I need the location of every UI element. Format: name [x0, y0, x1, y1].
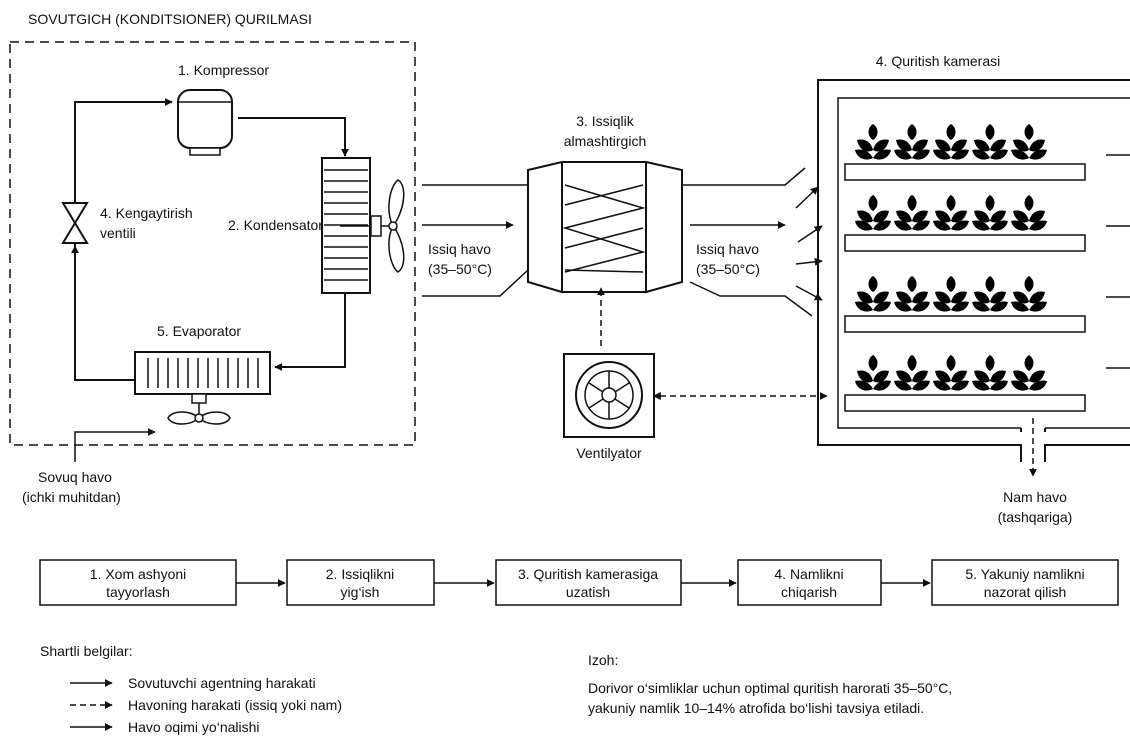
evaporator-icon: [134, 351, 271, 395]
humid-air-label-line1: Nam havo: [1003, 489, 1067, 505]
process-step-3-line2: uzatish: [566, 584, 610, 600]
note-line-2: yakuniy namlik 10–14% atrofida bo‘lishi …: [588, 700, 924, 716]
process-step-1-line1: 1. Xom ashyoni: [90, 566, 187, 582]
duct-top-right: [682, 167, 806, 186]
process-step-3-line1: 3. Quritish kamerasiga: [518, 566, 658, 582]
process-flow: 1. Xom ashyoni tayyorlash 2. Issiqlikni …: [39, 559, 1119, 606]
diagram-title: SOVUTGICH (KONDITSIONER) QURILMASI: [28, 11, 312, 27]
legend-title: Shartli belgilar:: [40, 643, 133, 659]
valve-label-line1: 4. Kengaytirish: [100, 205, 193, 221]
unit-boundary: [9, 41, 416, 446]
process-step-1: [39, 559, 237, 606]
heat-exchanger-icon: [527, 160, 683, 294]
airflow-arrow-1: [795, 186, 819, 209]
process-step-1-line2: tayyorlash: [106, 584, 170, 600]
exchanger-label-line1: 3. Issiqlik: [576, 113, 635, 129]
process-step-2-line1: 2. Issiqlikni: [326, 566, 394, 582]
condenser-fan-icon: [370, 179, 405, 273]
drying-chamber: [817, 79, 1130, 462]
refrigerant-line-bottom-left: [71, 245, 135, 381]
condenser-label: 2. Kondensator: [228, 217, 323, 233]
note-title: Izoh:: [588, 652, 618, 668]
hot-air-out-line1: Issiq havo: [696, 241, 759, 257]
refrigerant-line-top-right: [238, 117, 349, 157]
legend-item-1: Sovutuvchi agentning harakati: [128, 675, 316, 691]
valve-label-line2: ventili: [100, 225, 136, 241]
ventilator-icon: [563, 353, 655, 438]
process-step-4-line1: 4. Namlikni: [774, 566, 843, 582]
hot-air-out-line2: (35–50°C): [696, 261, 760, 277]
refrigerant-line-bottom-right: [274, 293, 346, 371]
chamber-label: 4. Quritish kamerasi: [876, 53, 1000, 69]
evaporator-fan-icon: [167, 393, 231, 425]
expansion-valve-icon: [61, 202, 89, 244]
cold-air-label-line2: (ichki muhitdan): [22, 489, 121, 505]
process-step-5: [931, 559, 1119, 606]
hot-air-in-line2: (35–50°C): [428, 261, 492, 277]
process-step-5-line1: 5. Yakuniy namlikni: [965, 566, 1084, 582]
compressor-label: 1. Kompressor: [178, 62, 269, 78]
shelf-2: [844, 195, 1086, 252]
process-step-2: [286, 559, 435, 606]
process-step-4-line2: chiqarish: [781, 584, 837, 600]
duct-bottom-right: [689, 281, 813, 317]
process-step-4: [737, 559, 882, 606]
humid-air-label-line2: (tashqariga): [998, 509, 1073, 525]
process-step-5-line2: nazorat qilish: [984, 584, 1067, 600]
ventilator-label: Ventilyator: [576, 445, 642, 461]
duct-bottom-left: [422, 269, 529, 297]
note: Izoh: Dorivor o‘simliklar uchun optimal …: [588, 652, 952, 716]
note-line-1: Dorivor o‘simliklar uchun optimal quriti…: [588, 680, 952, 696]
legend-item-3: Havo oqimi yo‘nalishi: [128, 719, 260, 735]
shelf-3: [844, 276, 1086, 333]
evaporator-label: 5. Evaporator: [157, 323, 241, 339]
condenser-icon: [321, 157, 371, 294]
legend-item-2: Havoning harakati (issiq yoki nam): [128, 697, 342, 713]
cold-air-arrow: [74, 428, 156, 462]
compressor-icon: [177, 89, 233, 156]
legend: Shartli belgilar: Sovutuvchi agentning h…: [40, 643, 342, 735]
process-step-3: [495, 559, 682, 606]
exchanger-label-line2: almashtirgich: [564, 133, 646, 149]
process-step-2-line2: yig‘ish: [341, 584, 380, 600]
hot-air-in-line1: Issiq havo: [428, 241, 491, 257]
shelf-4: [844, 355, 1086, 412]
shelf-1: [844, 124, 1086, 181]
cold-air-label-line1: Sovuq havo: [38, 469, 112, 485]
